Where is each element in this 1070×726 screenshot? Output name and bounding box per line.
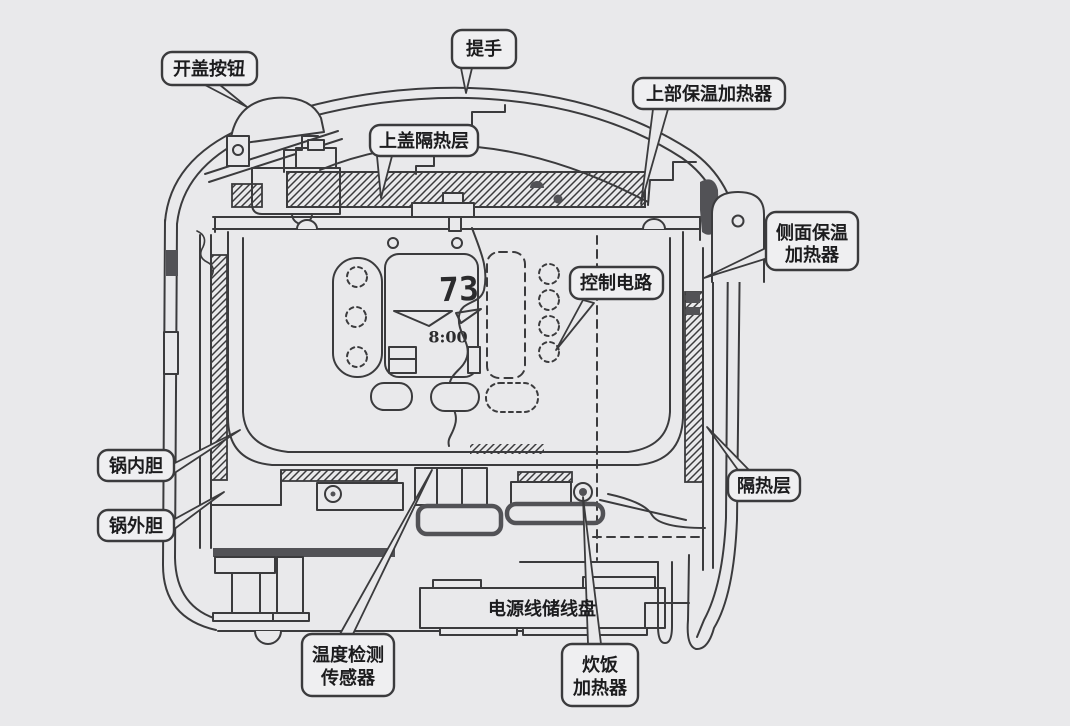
callout-lid-insulation — [368, 123, 480, 158]
cook-heater-plate-right — [517, 471, 573, 483]
label-handle: 提手 — [466, 38, 502, 59]
panel-button — [370, 382, 413, 411]
callout-labels: 开盖按钮 提手 上盖隔热层 上部保温加热器 侧面保温 加热器 控制电路 锅内胆 … — [96, 28, 860, 708]
callout-upper-heater — [631, 76, 787, 111]
label-cook-heater-line1: 炊饭 — [582, 654, 618, 675]
base-assembly — [210, 467, 706, 645]
cooker-body-outline — [162, 86, 741, 651]
indicator-lamp — [345, 306, 367, 328]
hidden-button-dashed — [485, 382, 539, 413]
upper-heater-bump — [642, 218, 666, 230]
side-heater-element — [686, 292, 700, 303]
label-side-heater-line1: 侧面保温 — [776, 222, 848, 243]
left-wall-bracket — [163, 331, 179, 375]
label-temp-sensor-line1: 温度检测 — [312, 644, 384, 665]
lid-seal-hook — [196, 230, 215, 278]
hinge-screw — [232, 144, 244, 156]
label-lid-insulation: 上盖隔热层 — [379, 130, 469, 151]
lid-assembly — [204, 96, 765, 315]
label-control-circuit: 控制电路 — [580, 272, 653, 293]
label-open-button: 开盖按钮 — [173, 58, 245, 79]
lid-latch-knob — [711, 191, 765, 283]
rubber-foot — [254, 630, 282, 645]
lid-center-bracket — [411, 202, 475, 218]
label-insulation-layer: 隔热层 — [737, 475, 791, 496]
callout-temp-sensor — [300, 632, 396, 698]
callout-cook-heater — [560, 642, 640, 708]
panel-button — [430, 382, 480, 412]
pot-bottom-hatch — [470, 444, 544, 454]
label-inner-pot: 锅内胆 — [109, 455, 163, 476]
callout-inner-pot — [96, 448, 176, 483]
callout-outer-pot — [96, 508, 176, 543]
support-leg — [276, 556, 304, 614]
support-leg — [214, 556, 276, 574]
label-upper-heater: 上部保温加热器 — [646, 83, 773, 104]
callout-insulation-layer — [726, 468, 802, 503]
display-pointer — [393, 310, 453, 327]
display-time: 8:00 — [428, 328, 467, 347]
open-lid-button-shape — [229, 96, 325, 146]
cook-heater-plate-left — [280, 469, 398, 482]
control-board-dashed — [486, 251, 526, 379]
label-cord-reel: 电源线储线盘 — [488, 598, 596, 619]
body-insulation-walls — [196, 230, 714, 571]
lid-insulation-hatch-bar — [286, 171, 646, 208]
indicator-lamp — [346, 266, 368, 288]
label-outer-pot: 锅外胆 — [109, 515, 163, 536]
indicator-pill — [332, 257, 383, 378]
label-cook-heater-line2: 加热器 — [572, 677, 628, 698]
control-panel: 73 8:00 — [332, 227, 487, 447]
temp-sensor-housing — [414, 467, 488, 506]
callout-side-heater — [764, 210, 860, 272]
base-plate-bar — [213, 548, 395, 557]
cord-reel-box — [419, 587, 666, 629]
label-temp-sensor-line2: 传感器 — [320, 667, 376, 688]
indicator-lamp — [346, 346, 368, 368]
label-side-heater-line2: 加热器 — [784, 244, 840, 265]
display-digits: 73 — [438, 269, 479, 309]
heater-connector-bar — [504, 501, 606, 526]
callout-handle — [450, 28, 518, 70]
right-insulation-hatch — [684, 291, 704, 483]
sensor-connector-block — [415, 503, 504, 537]
inner-pot-wall — [242, 237, 671, 453]
callout-open-button — [160, 50, 259, 87]
break-edge — [447, 227, 487, 447]
callout-control-circuit — [568, 265, 665, 301]
